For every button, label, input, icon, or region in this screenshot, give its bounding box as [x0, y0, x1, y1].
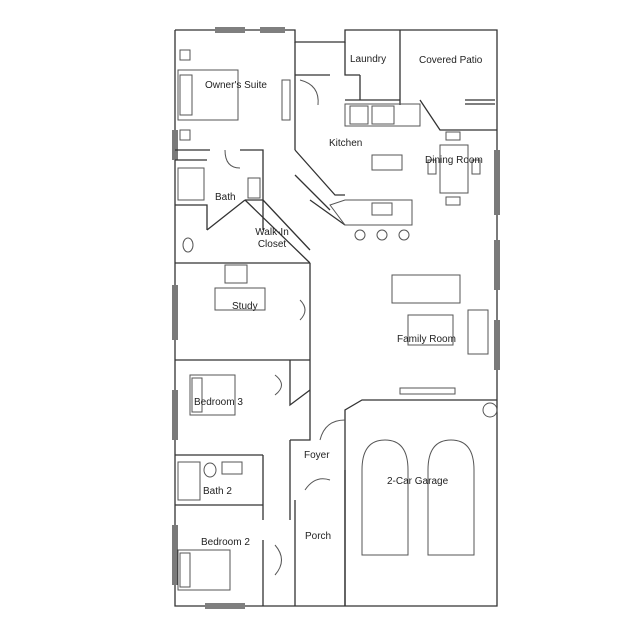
- bathtub-icon: [177, 461, 201, 501]
- room-label-bath-2: Bath 2: [203, 486, 232, 497]
- room-label-porch: Porch: [305, 531, 332, 542]
- room-label-garage: 2-Car Garage: [387, 476, 449, 487]
- walk-in-closet-line2: Closet: [257, 239, 287, 250]
- window: [494, 150, 500, 215]
- shower-icon: [177, 167, 205, 201]
- room-label-laundry: Laundry: [350, 54, 387, 65]
- study-wall: [175, 263, 311, 405]
- room-label-foyer: Foyer: [304, 450, 330, 461]
- armchair-icon: [467, 309, 489, 355]
- exterior-wall: [175, 29, 498, 607]
- car-icon: [427, 439, 475, 556]
- nightstand-icon: [179, 49, 191, 61]
- window: [172, 285, 178, 340]
- pillow-icon: [179, 74, 193, 116]
- room-label-study: Study: [232, 301, 258, 312]
- door-arc: [274, 374, 282, 396]
- vanity-icon: [247, 177, 261, 199]
- room-label-bedroom-3: Bedroom 3: [194, 397, 243, 408]
- door-arc: [274, 544, 282, 576]
- room-label-kitchen: Kitchen: [329, 138, 363, 149]
- window: [172, 525, 178, 585]
- window: [494, 320, 500, 370]
- room-label-dining-room: Dining Room: [425, 155, 483, 166]
- chair-icon: [427, 159, 437, 175]
- window: [465, 99, 495, 105]
- chair-icon: [445, 196, 461, 206]
- walk-in-closet-line1: Walk-In: [255, 227, 289, 238]
- patio-wall: [419, 99, 497, 131]
- stove-icon: [371, 105, 395, 125]
- toilet-icon: [203, 462, 217, 478]
- bedroom3-wall: [175, 360, 311, 456]
- toilet-icon: [182, 237, 194, 253]
- pillow-icon: [179, 552, 191, 588]
- sink-icon: [371, 202, 393, 216]
- door-arc: [299, 79, 319, 106]
- water-heater-icon: [482, 402, 498, 418]
- bath2-wall: [175, 455, 264, 606]
- kitchen-wall: [294, 149, 346, 226]
- window: [172, 390, 178, 440]
- stool-icon: [376, 229, 388, 241]
- desk-icon: [214, 287, 266, 311]
- bed-icon: [189, 374, 236, 416]
- window: [494, 240, 500, 290]
- window: [215, 27, 245, 33]
- door-arc: [224, 149, 241, 169]
- vanity-icon: [221, 461, 243, 475]
- room-label-walk-in-closet: Walk-In Closet: [250, 227, 294, 251]
- room-label-bath: Bath: [215, 192, 236, 203]
- chair-icon: [445, 131, 461, 141]
- kitchen-bar-icon: [329, 199, 413, 226]
- bed-icon: [177, 549, 231, 591]
- coffee-table-icon: [407, 314, 454, 346]
- foyer-wall: [289, 405, 311, 520]
- door-arc: [304, 478, 331, 491]
- washer-icon: [349, 105, 369, 125]
- exterior-wall-west: [174, 30, 295, 607]
- sofa-icon: [391, 274, 461, 304]
- kitchen-island-icon: [371, 154, 403, 171]
- porch-wall: [294, 470, 346, 607]
- bath-wall: [175, 159, 310, 264]
- owners-suite-wall: [175, 42, 296, 201]
- room-label-family-room: Family Room: [397, 334, 456, 345]
- laundry-wall: [295, 42, 401, 105]
- window: [205, 603, 245, 609]
- nightstand-icon: [179, 129, 191, 141]
- room-label-owners-suite: Owner's Suite: [205, 80, 267, 91]
- tv-icon: [399, 387, 456, 395]
- window: [172, 130, 178, 160]
- bed-icon: [177, 69, 239, 121]
- room-label-covered-patio: Covered Patio: [419, 55, 483, 66]
- car-icon: [361, 439, 409, 556]
- stool-icon: [354, 229, 366, 241]
- walk-in-wall: [206, 199, 311, 264]
- desk-chair-icon: [224, 264, 248, 284]
- chair-icon: [471, 159, 481, 175]
- dining-table-icon: [439, 144, 469, 194]
- dresser-icon: [281, 79, 291, 121]
- stool-icon: [398, 229, 410, 241]
- window: [260, 27, 285, 33]
- door-arc: [319, 419, 346, 441]
- counter-icon: [344, 103, 421, 127]
- door-arc: [299, 299, 306, 321]
- pillow-icon: [191, 377, 203, 413]
- room-label-bedroom-2: Bedroom 2: [201, 537, 250, 548]
